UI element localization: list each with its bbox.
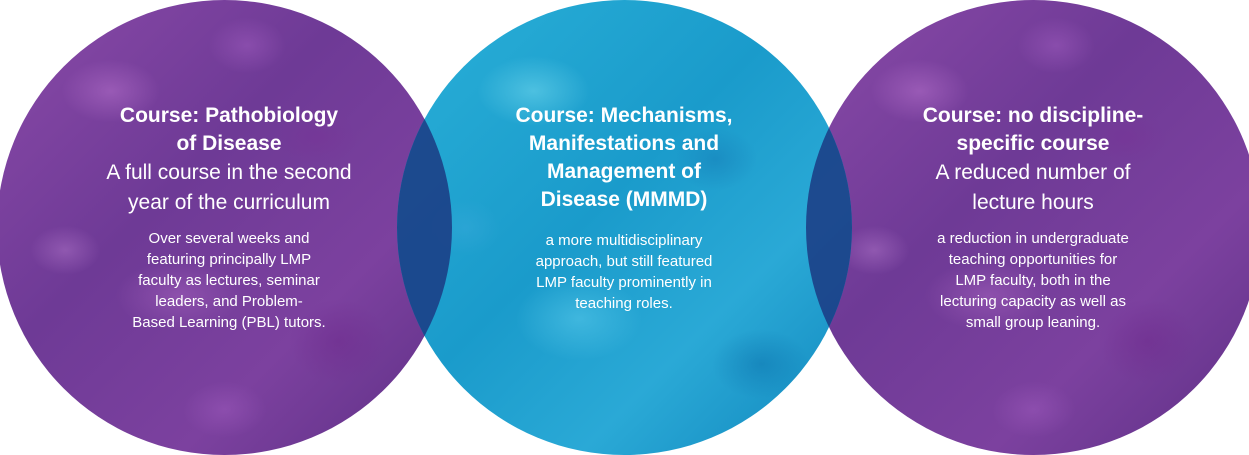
title-line: Course: Mechanisms, xyxy=(515,104,733,127)
circle-no-discipline xyxy=(806,0,1249,455)
circle-pathobiology xyxy=(0,0,452,455)
body-line: LMP faculty, both in the xyxy=(955,272,1111,289)
circle-2-text: Course: Mechanisms, Manifestations and M… xyxy=(474,102,774,314)
title-line: of Disease xyxy=(176,132,282,155)
body-line: leaders, and Problem- xyxy=(155,293,303,310)
circle-3-body: a reduction in undergraduate teaching op… xyxy=(883,228,1183,333)
title-line: Manifestations and xyxy=(528,132,720,155)
circle-2-body: a more multidisciplinary approach, but s… xyxy=(474,230,774,314)
circle-mmmd xyxy=(397,0,852,455)
circle-1-text: Course: Pathobiology of Disease A full c… xyxy=(79,102,379,333)
circle-3-title: Course: no discipline- specific course xyxy=(883,102,1183,158)
circle-1-subtitle: A full course in the second year of the … xyxy=(79,158,379,218)
circle-3-subtitle: A reduced number of lecture hours xyxy=(883,158,1183,218)
body-line: Over several weeks and xyxy=(148,230,310,247)
circle-2-title: Course: Mechanisms, Manifestations and M… xyxy=(474,102,774,214)
body-line: lecturing capacity as well as xyxy=(940,293,1126,310)
body-line: teaching opportunities for xyxy=(948,251,1118,268)
circle-1-title: Course: Pathobiology of Disease xyxy=(79,102,379,158)
subtitle-line: A reduced number of xyxy=(935,161,1131,184)
circle-1-body: Over several weeks and featuring princip… xyxy=(79,228,379,333)
body-line: Based Learning (PBL) tutors. xyxy=(132,314,326,331)
body-line: faculty as lectures, seminar xyxy=(138,272,320,289)
subtitle-line: year of the curriculum xyxy=(128,191,330,214)
body-line: featuring principally LMP xyxy=(146,251,312,268)
body-line: small group leaning. xyxy=(965,314,1101,331)
body-line: a more multidisciplinary xyxy=(545,232,703,249)
title-line: specific course xyxy=(956,132,1110,155)
subtitle-line: lecture hours xyxy=(972,191,1094,214)
body-line: LMP faculty prominently in xyxy=(536,274,712,291)
subtitle-line: A full course in the second xyxy=(106,161,352,184)
body-line: a reduction in undergraduate xyxy=(937,230,1129,247)
title-line: Disease (MMMD) xyxy=(540,188,708,211)
body-line: teaching roles. xyxy=(575,295,673,312)
title-line: Course: Pathobiology xyxy=(119,104,339,127)
title-line: Management of xyxy=(546,160,701,183)
circle-3-text: Course: no discipline- specific course A… xyxy=(883,102,1183,333)
body-line: approach, but still featured xyxy=(535,253,713,270)
title-line: Course: no discipline- xyxy=(922,104,1144,127)
